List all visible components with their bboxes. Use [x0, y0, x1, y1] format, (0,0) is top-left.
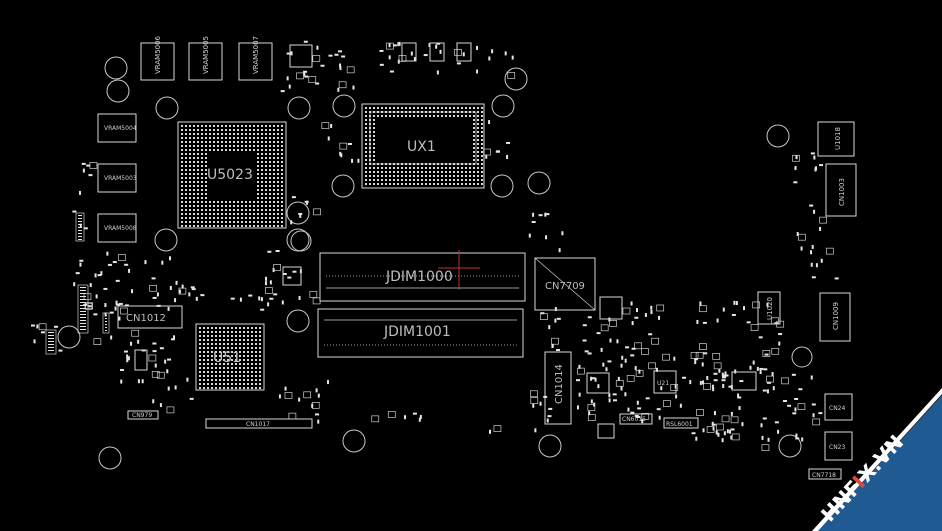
vram-top-chip-1[interactable] [140, 42, 175, 81]
mounting-hole [287, 96, 311, 120]
vram-top-chip-3[interactable] [238, 42, 273, 81]
mounting-hole [490, 174, 514, 198]
svg-text:CN1009: CN1009 [832, 302, 840, 330]
cpu-label: UX1 [407, 139, 436, 155]
connector-cn24[interactable]: CN24 [824, 393, 853, 421]
mounting-hole [155, 96, 179, 120]
svg-text:CN1017: CN1017 [246, 421, 270, 428]
mounting-hole [57, 325, 81, 349]
cpu-ball-ring [365, 107, 483, 185]
gpu-chip[interactable]: U5023 [177, 121, 287, 229]
mounting-hole [106, 79, 130, 103]
connector-cn1012[interactable]: CN1012 [117, 305, 183, 329]
vram-left-chip-2[interactable] [97, 163, 137, 193]
svg-text:CN6015: CN6015 [622, 416, 646, 423]
svg-text:CN7709: CN7709 [545, 281, 585, 292]
mounting-hole [778, 434, 802, 458]
mounting-hole [332, 94, 356, 118]
connector-cn979[interactable]: CN979 [127, 410, 159, 420]
connector-cn1017[interactable]: CN1017 [205, 418, 313, 429]
connector-cn6015[interactable]: CN6015 [619, 413, 653, 425]
mounting-hole [791, 346, 813, 368]
component-rsl6001[interactable]: RSL6001 [663, 417, 699, 429]
vram-left-group: VRAM5004 VRAM5003 VRAM5008 [97, 113, 137, 243]
vram-top-chip-2[interactable] [188, 42, 223, 81]
mounting-hole [504, 67, 528, 91]
mounting-hole [331, 174, 355, 198]
dimm-bottom-label: JDIM1001 [383, 324, 451, 340]
dimm-slot-top[interactable]: JDIM1000 [319, 252, 526, 302]
connector-cn1003[interactable]: CN1003 [825, 163, 857, 217]
chip-u21[interactable]: U21 [653, 370, 677, 394]
vram-top-label-2: VRAM5005 [202, 36, 210, 74]
svg-text:U21: U21 [657, 380, 669, 387]
vram-left-chip-3[interactable] [97, 213, 137, 243]
mounting-hole [491, 94, 515, 118]
pch-chip[interactable]: U51 [195, 323, 265, 391]
svg-text:CN1003: CN1003 [838, 178, 846, 206]
vram-top-group: VRAM5006 VRAM5005 VRAM5007 [140, 35, 273, 81]
svg-text:CN23: CN23 [829, 444, 845, 451]
chip-u1020[interactable]: U1020 [757, 291, 781, 325]
dimm-top-label: JDIM1000 [385, 269, 453, 285]
vram-top-label-3: VRAM5007 [252, 36, 260, 74]
mounting-hole [538, 434, 562, 458]
cursor-crosshair [438, 250, 480, 290]
chip-u1018[interactable]: U1018 [817, 121, 855, 157]
svg-text:CN24: CN24 [829, 405, 845, 412]
pch-ball-grid [199, 327, 261, 389]
small-components [30, 40, 839, 452]
connector-cn23[interactable]: CN23 [824, 431, 853, 461]
connector-cn1014[interactable]: CN1014 [544, 351, 572, 425]
svg-text:CN1012: CN1012 [126, 313, 166, 324]
mounting-hole [154, 228, 178, 252]
svg-text:CN1014: CN1014 [554, 364, 565, 404]
connector-cn1009[interactable]: CN1009 [819, 292, 851, 342]
vram-left-label-3: VRAM5008 [104, 225, 137, 232]
mounting-hole [98, 446, 122, 470]
svg-text:U1018: U1018 [834, 127, 842, 150]
dimm-slot-bottom[interactable]: JDIM1001 [317, 308, 524, 358]
svg-text:RSL6001: RSL6001 [666, 421, 693, 428]
vram-top-label-1: VRAM5006 [154, 35, 162, 74]
connector-cn7709[interactable]: CN7709 [534, 257, 596, 311]
svg-text:U1020: U1020 [766, 297, 774, 320]
connector-cn7718[interactable]: CN7718 [808, 468, 842, 480]
mounting-hole [286, 201, 310, 225]
gpu-label: U5023 [207, 167, 253, 183]
mounting-hole [527, 171, 551, 195]
pch-label: U51 [213, 350, 241, 366]
vram-left-label-1: VRAM5004 [104, 125, 137, 132]
cpu-chip[interactable]: UX1 [361, 103, 485, 189]
svg-text:CN7718: CN7718 [812, 472, 836, 479]
mounting-hole [290, 230, 312, 252]
vram-left-chip-1[interactable] [97, 113, 137, 143]
vram-left-label-2: VRAM5003 [104, 175, 137, 182]
mounting-hole [286, 309, 310, 333]
gpu-ball-grid [181, 125, 283, 227]
mounting-hole [766, 124, 790, 148]
svg-text:CN979: CN979 [132, 412, 152, 419]
mounting-hole [104, 56, 128, 80]
mounting-hole [342, 429, 366, 453]
mounting-holes [57, 56, 813, 470]
